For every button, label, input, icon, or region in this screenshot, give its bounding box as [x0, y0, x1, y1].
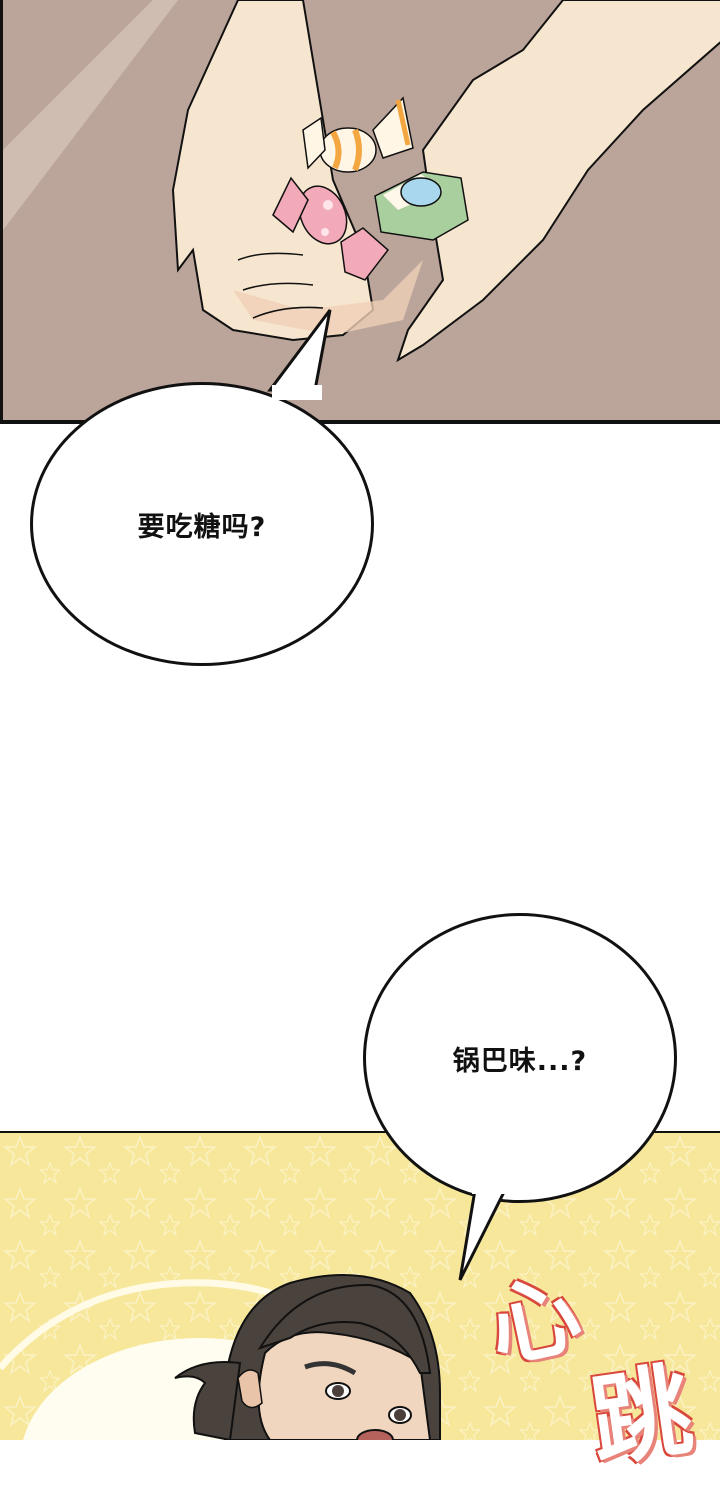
speech-bubble-1: 要吃糖吗?: [30, 382, 374, 666]
panel-border-top: [0, 420, 720, 424]
green-candy-icon: [374, 171, 469, 241]
orange-candy-icon: [302, 96, 414, 173]
character-panel: [0, 1133, 720, 1440]
bubble-tail-1: [267, 309, 332, 400]
sfx-beat: 跳: [583, 1351, 699, 1482]
hands-illustration: [3, 0, 720, 363]
speech-bubble-2: 锅巴味...?: [363, 913, 677, 1203]
hands-candy-panel: [0, 0, 720, 422]
pink-candy-icon: [272, 176, 390, 281]
character-illustration: [0, 1133, 720, 1440]
dialogue-text-1: 要吃糖吗?: [137, 511, 267, 543]
bubble-tail-2: [458, 1182, 510, 1281]
dialogue-text-2: 锅巴味...?: [452, 1045, 588, 1077]
